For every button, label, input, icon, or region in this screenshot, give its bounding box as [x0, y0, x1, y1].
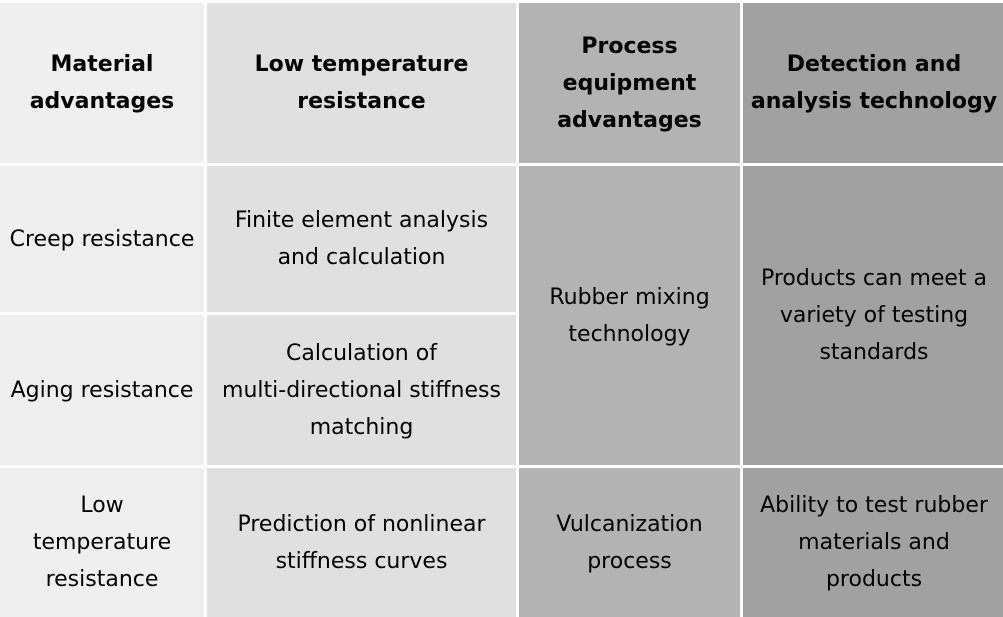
cell-stiffness-matching: Calculation of multi-directional stiffne…	[207, 315, 516, 465]
header-process-equipment-advantages: Process equipment advantages	[519, 3, 740, 163]
cell-creep-resistance: Creep resistance	[0, 166, 204, 312]
header-low-temperature-resistance: Low temperature resistance	[207, 3, 516, 163]
cell-rubber-mixing-technology: Rubber mixing technology	[519, 166, 740, 465]
cell-nonlinear-stiffness-prediction: Prediction of nonlinear stiffness curves	[207, 468, 516, 617]
cell-vulcanization-process: Vulcanization process	[519, 468, 740, 617]
cell-low-temperature-resistance: Low temperature resistance	[0, 468, 204, 617]
cell-aging-resistance: Aging resistance	[0, 315, 204, 465]
cell-finite-element-analysis: Finite element analysis and calculation	[207, 166, 516, 312]
cell-testing-standards: Products can meet a variety of testing s…	[743, 166, 1003, 465]
cell-test-rubber-materials: Ability to test rubber materials and pro…	[743, 468, 1003, 617]
header-material-advantages: Material advantages	[0, 3, 204, 163]
header-detection-analysis-technology: Detection and analysis technology	[743, 3, 1003, 163]
